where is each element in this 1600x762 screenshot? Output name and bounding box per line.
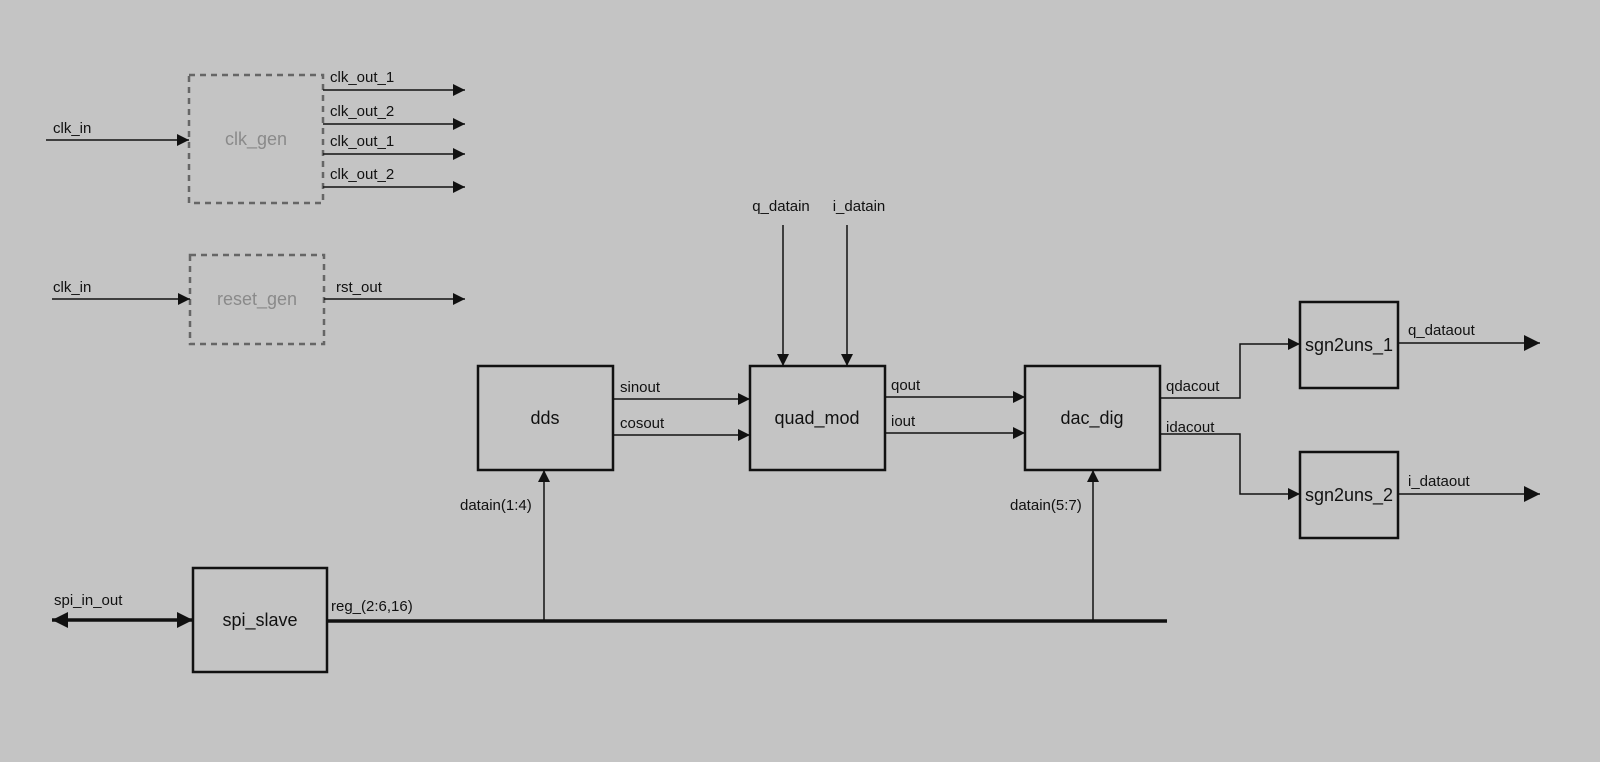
clk-gen-label: clk_gen <box>225 129 287 150</box>
datain-5-7-label: datain(5:7) <box>1010 497 1082 514</box>
dac-dig-label: dac_dig <box>1060 408 1123 429</box>
i-datain-label: i_datain <box>833 198 886 215</box>
idacout-wire <box>1160 433 1300 500</box>
i-dataout-label: i_dataout <box>1408 473 1471 490</box>
clk-out-2a-label: clk_out_2 <box>330 103 394 120</box>
dds-label: dds <box>530 408 559 428</box>
sgn2uns-2-block <box>1298 450 1400 540</box>
rst-out-label: rst_out <box>336 279 383 296</box>
quad-mod-block <box>748 364 887 472</box>
sgn2uns-2-label: sgn2uns_2 <box>1305 485 1393 506</box>
qdacout-label: qdacout <box>1166 378 1220 395</box>
spi-in-out-label: spi_in_out <box>54 592 123 609</box>
qout-label: qout <box>891 377 921 394</box>
reg-bus-label: reg_(2:6,16) <box>331 598 413 615</box>
q-dataout-label: q_dataout <box>1408 322 1476 339</box>
datain-1-4-label: datain(1:4) <box>460 497 532 514</box>
clk-out-1a-label: clk_out_1 <box>330 69 394 86</box>
sinout-label: sinout <box>620 379 661 396</box>
clk-out-2b-label: clk_out_2 <box>330 166 394 183</box>
reset-gen-label: reset_gen <box>217 289 297 310</box>
cosout-label: cosout <box>620 415 665 432</box>
clk-in-label-2: clk_in <box>53 279 91 296</box>
clk-gen-block <box>187 73 325 205</box>
iout-label: iout <box>891 413 916 430</box>
clk-out-1b-label: clk_out_1 <box>330 133 394 150</box>
sgn2uns-1-block <box>1298 300 1400 390</box>
idacout-label: idacout <box>1166 419 1215 436</box>
qdacout-wire <box>1160 338 1300 399</box>
quad-mod-label: quad_mod <box>774 408 859 429</box>
clk-in-label-1: clk_in <box>53 120 91 137</box>
spi-slave-label: spi_slave <box>222 610 297 631</box>
q-datain-label: q_datain <box>752 198 810 215</box>
sgn2uns-1-label: sgn2uns_1 <box>1305 335 1393 356</box>
